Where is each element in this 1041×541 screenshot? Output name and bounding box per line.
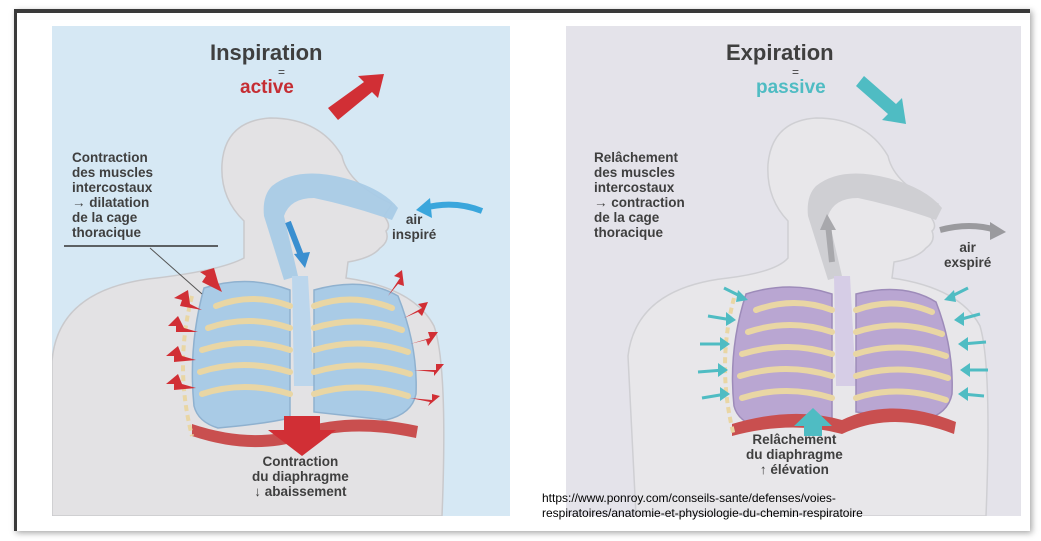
expiration-subtitle: passive (756, 78, 826, 97)
air-out-arrow (940, 226, 996, 230)
inspiration-muscles-label: Contraction des muscles intercostaux → d… (72, 150, 153, 240)
expiration-air-label: air exspiré (944, 240, 991, 270)
passive-arrow-icon (856, 76, 906, 124)
expiration-panel: Expiration = passive Relâchement des mus… (566, 26, 1021, 516)
expiration-title: Expiration (726, 42, 834, 64)
air-in-arrow (424, 205, 482, 211)
inspiration-panel: Inspiration = active Contraction des mus… (52, 26, 510, 516)
source-url: https://www.ponroy.com/conseils-sante/de… (542, 491, 863, 521)
active-arrow-icon (328, 74, 384, 120)
inspiration-illustration (52, 26, 510, 516)
inspiration-subtitle: active (240, 78, 294, 97)
inspiration-air-label: air inspiré (392, 212, 436, 242)
expiration-diaphragm-label: Relâchement du diaphragme ↑ élévation (746, 432, 843, 477)
expiration-muscles-label: Relâchement des muscles intercostaux → c… (594, 150, 685, 240)
inspiration-diaphragm-label: Contraction du diaphragme ↓ abaissement (252, 454, 349, 499)
inspiration-title: Inspiration (210, 42, 322, 64)
